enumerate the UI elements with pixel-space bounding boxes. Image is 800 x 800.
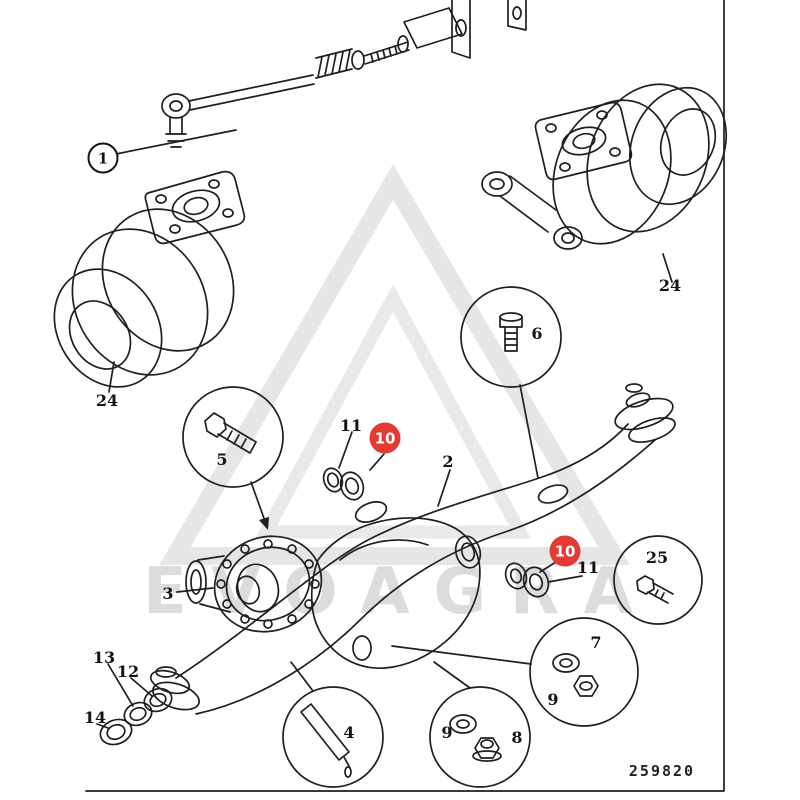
callout-3: 3 xyxy=(162,584,174,603)
callout-9-upper: 9 xyxy=(547,690,559,709)
highlight-10-lower[interactable]: 10 xyxy=(549,535,581,567)
detail-circle-7-9 xyxy=(391,617,639,727)
leader-callout-1 xyxy=(115,129,237,155)
callout-13: 13 xyxy=(92,648,116,667)
drawing-part-number: 259820 xyxy=(628,762,696,780)
callout-2: 2 xyxy=(442,452,454,471)
bushing-upper xyxy=(322,467,365,501)
differential-flange xyxy=(185,535,323,633)
callout-24-right: 24 xyxy=(658,276,682,295)
callout-25: 25 xyxy=(645,548,669,567)
callout-14: 14 xyxy=(83,708,107,727)
callout-4: 4 xyxy=(343,723,355,742)
highlight-10-upper[interactable]: 10 xyxy=(369,422,401,454)
callout-7: 7 xyxy=(590,633,602,652)
callout-5: 5 xyxy=(216,450,228,469)
detail-circle-6 xyxy=(460,286,562,479)
detail-circle-4 xyxy=(282,661,384,788)
leader-lines xyxy=(176,431,583,593)
callout-6: 6 xyxy=(531,324,543,343)
track-rod-assembly xyxy=(161,0,527,148)
hub-assembly-left xyxy=(53,170,246,393)
seal-rings xyxy=(96,663,173,746)
callout-12: 12 xyxy=(116,662,140,681)
hub-assembly-right xyxy=(481,83,728,283)
axle-housing xyxy=(149,383,676,715)
detail-circle-9-8 xyxy=(429,661,531,788)
callout-11-lower: 11 xyxy=(576,558,600,577)
bushing-lower xyxy=(504,562,550,598)
callout-9-lower: 9 xyxy=(441,723,453,742)
page-border xyxy=(85,0,725,792)
watermark-triangle-inner xyxy=(255,284,531,539)
callout-24-left: 24 xyxy=(95,391,119,410)
detail-circle-25 xyxy=(613,535,703,625)
callout-8: 8 xyxy=(511,728,523,747)
callout-1: 1 xyxy=(87,142,119,174)
detail-circle-5 xyxy=(182,386,284,530)
callout-11-upper: 11 xyxy=(339,416,363,435)
watermark-triangle-outer xyxy=(159,164,630,565)
